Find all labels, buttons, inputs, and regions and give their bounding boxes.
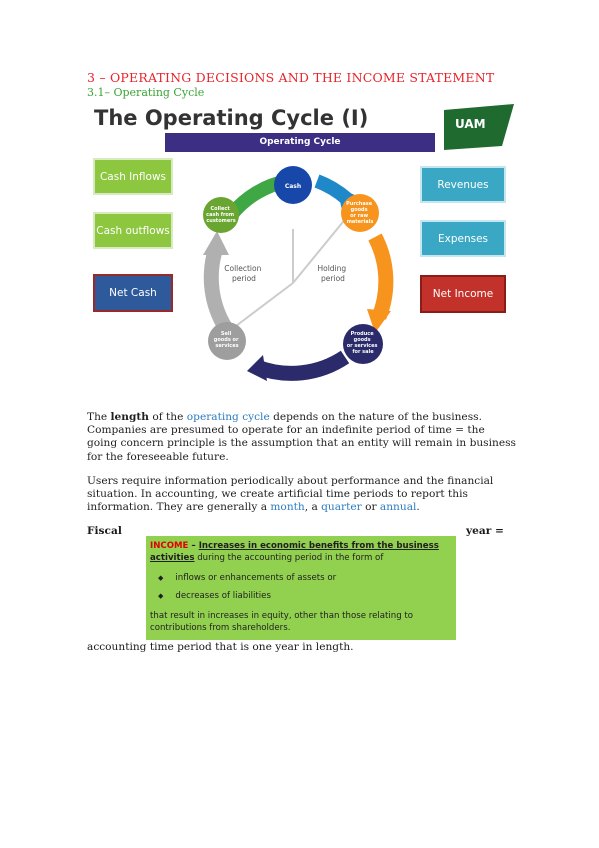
- revenues-box: Revenues: [420, 166, 506, 203]
- paragraph-periods: Users require information periodically a…: [87, 475, 517, 515]
- produce-node: [343, 324, 383, 364]
- produce-line-1: Produce: [351, 331, 375, 337]
- sell-node: [208, 322, 246, 360]
- sell-line-3: services: [215, 343, 238, 349]
- expenses-box: Expenses: [420, 220, 506, 257]
- definition-closing: that result in increases in equity, othe…: [150, 611, 414, 633]
- paragraph-length: The length of the operating cycle depend…: [87, 411, 517, 464]
- slide-title: The Operating Cycle (I): [94, 106, 369, 130]
- definition-heading: INCOME – Increases in economic benefits …: [150, 540, 452, 564]
- cash-inflows-box: Cash Inflows: [93, 158, 173, 195]
- sell-node-label: Sell goods or services: [214, 331, 240, 349]
- spoke-purchase: [292, 216, 348, 284]
- cash-node-label: Cash: [285, 183, 301, 190]
- income-definition-box: INCOME – Increases in economic benefits …: [146, 536, 456, 640]
- cash-outflows-box: Cash outflows: [93, 212, 173, 249]
- p1-post: depends on the nature of the business. C…: [87, 411, 516, 463]
- diamond-bullet-icon: ◆: [158, 592, 164, 600]
- annual-link: annual: [379, 501, 417, 514]
- p2-post: .: [416, 501, 420, 514]
- bullet-1-text: inflows or enhancements of assets or: [175, 573, 337, 583]
- operating-cycle-link: operating cycle: [186, 411, 270, 423]
- bullet-2-text: decreases of liabilities: [175, 591, 271, 601]
- cash-node: [274, 166, 312, 204]
- sell-line-2: goods or: [214, 337, 239, 343]
- operating-cycle-diagram: Cash Collect cash from customers Purchas…: [203, 166, 394, 381]
- uam-logo: UAM: [444, 104, 514, 150]
- produce-node-label: Produce goods or services for sale: [347, 331, 380, 355]
- purchase-line-3: or raw: [350, 213, 368, 219]
- p1-bold: length: [110, 411, 150, 423]
- subsection-heading: 3.1– Operating Cycle: [87, 86, 205, 99]
- p1-mid: of the: [149, 411, 187, 423]
- produce-line-2: goods: [354, 337, 371, 343]
- logo-text: UAM: [455, 117, 486, 131]
- fiscal-label: Fiscal: [87, 525, 122, 537]
- holding-line-1: Holding: [317, 264, 346, 273]
- collection-period-label: Collection period: [224, 264, 264, 283]
- p1-pre: The: [87, 411, 111, 423]
- operating-cycle-slide: The Operating Cycle (I) Operating Cycle …: [87, 104, 515, 394]
- produce-line-3: or services: [347, 343, 378, 349]
- definition-dash: –: [188, 541, 199, 551]
- year-label: year =: [466, 525, 504, 537]
- arc-navy: [254, 350, 350, 381]
- operating-cycle-band: Operating Cycle: [165, 133, 435, 152]
- income-term: INCOME: [150, 541, 189, 551]
- quarter-link: quarter: [321, 501, 362, 514]
- p2-sep2: or: [361, 501, 380, 514]
- holding-line-2: period: [321, 274, 345, 283]
- arc-orange: [368, 233, 394, 320]
- sell-line-1: Sell: [221, 331, 232, 337]
- purchase-node: [341, 194, 379, 232]
- holding-period-label: Holding period: [317, 264, 348, 283]
- collect-node: [203, 197, 239, 233]
- collect-line-2: cash from: [206, 212, 234, 218]
- purchase-line-2: goods: [351, 207, 368, 213]
- purchase-node-label: Purchase goods or raw materials: [346, 201, 374, 225]
- collection-line-2: period: [232, 274, 256, 283]
- bullet-1: ◆ inflows or enhancements of assets or: [158, 573, 336, 583]
- definition-rest: during the accounting period in the form…: [194, 553, 384, 563]
- collect-node-label: Collect cash from customers: [206, 206, 236, 224]
- net-cash-box: Net Cash: [93, 274, 173, 312]
- p2-pre: Users require information periodically a…: [87, 475, 494, 514]
- month-link: month: [270, 501, 305, 514]
- definition-underlined: Increases in economic benefits from the …: [150, 541, 439, 563]
- arrow-gray: [203, 231, 229, 255]
- purchase-line-4: materials: [347, 219, 374, 225]
- bullet-2: ◆ decreases of liabilities: [158, 591, 271, 601]
- arrow-navy: [247, 355, 267, 381]
- collect-line-1: Collect: [210, 206, 230, 212]
- fiscal-year-definition: accounting time period that is one year …: [87, 641, 354, 653]
- diamond-bullet-icon: ◆: [158, 574, 164, 582]
- spoke-sell: [231, 282, 294, 330]
- section-heading: 3 – OPERATING DECISIONS AND THE INCOME S…: [87, 70, 495, 85]
- produce-line-4: for sale: [352, 349, 374, 355]
- p2-sep1: , a: [304, 501, 322, 514]
- arc-gray: [203, 248, 232, 331]
- purchase-line-1: Purchase: [346, 201, 373, 207]
- net-income-box: Net Income: [420, 275, 506, 313]
- collection-line-1: Collection: [224, 264, 261, 273]
- collect-line-3: customers: [206, 218, 235, 224]
